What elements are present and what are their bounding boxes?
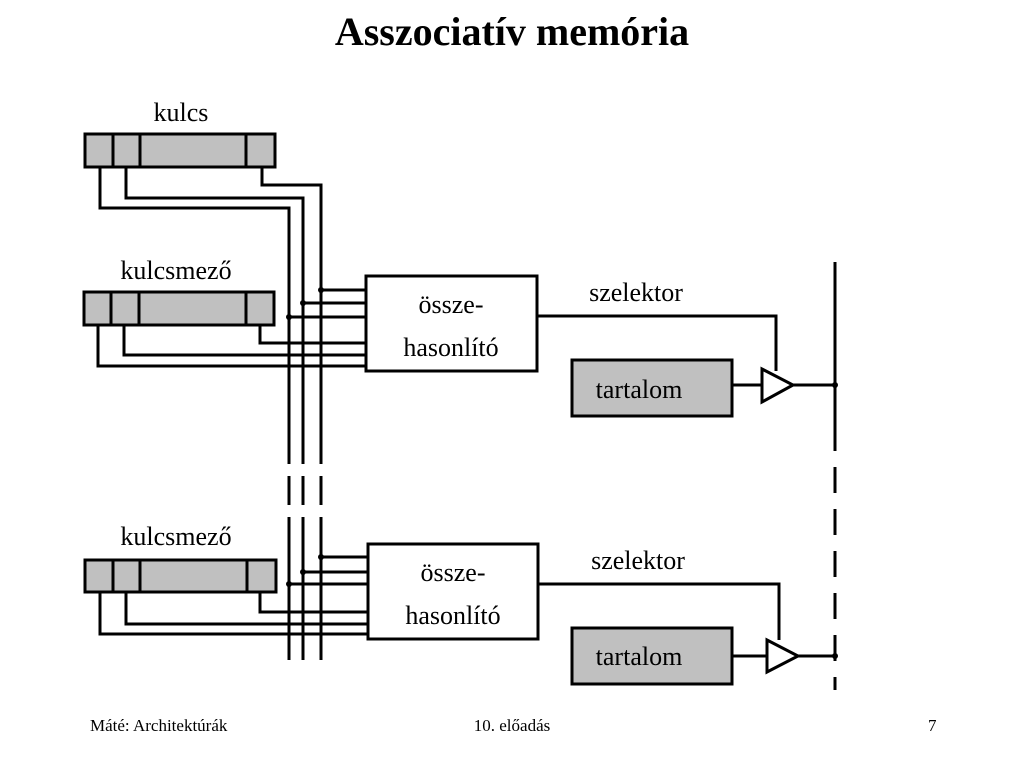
comparator-2-bus-inputs: [289, 555, 368, 586]
comparator-2-label-line2: hasonlító: [405, 601, 500, 630]
selector-2-label: szelektor: [591, 546, 685, 575]
keyfield-1-register: [82, 290, 276, 327]
comparator-1-label-line2: hasonlító: [403, 333, 498, 362]
keyfield-2-wires: [98, 592, 368, 636]
content-1-box: [570, 358, 734, 418]
footer-lecture: 10. előadás: [473, 716, 551, 735]
content-1-label: tartalom: [596, 375, 683, 404]
selector-1-wire: [537, 314, 778, 371]
page-title: Asszociatív memória: [334, 9, 690, 54]
tri-state-buffer-2-icon: [765, 637, 802, 675]
comparator-1: [364, 274, 539, 373]
keyfield-2-label: kulcsmező: [120, 522, 231, 551]
junction-dots: [286, 287, 838, 659]
comparator-2-label-line1: össze-: [421, 558, 486, 587]
tri-state-buffer-1-icon: [760, 366, 797, 405]
key-register: [83, 132, 277, 169]
key-wires: [98, 167, 323, 660]
selector-2-wire: [538, 582, 781, 640]
content-2-box: [570, 626, 734, 686]
key-label: kulcs: [154, 98, 209, 127]
comparator-2: [366, 542, 540, 641]
footer-author: Máté: Architektúrák: [90, 716, 228, 735]
bus-dashes: [286, 464, 324, 517]
selector-1-label: szelektor: [589, 278, 683, 307]
footer-page-number: 7: [928, 716, 937, 735]
content-2-label: tartalom: [596, 642, 683, 671]
keyfield-1-wires: [96, 325, 366, 368]
keyfield-2-register: [83, 558, 278, 594]
comparator-1-bus-inputs: [289, 288, 366, 319]
comparator-1-label-line1: össze-: [419, 290, 484, 319]
keyfield-1-label: kulcsmező: [120, 256, 231, 285]
